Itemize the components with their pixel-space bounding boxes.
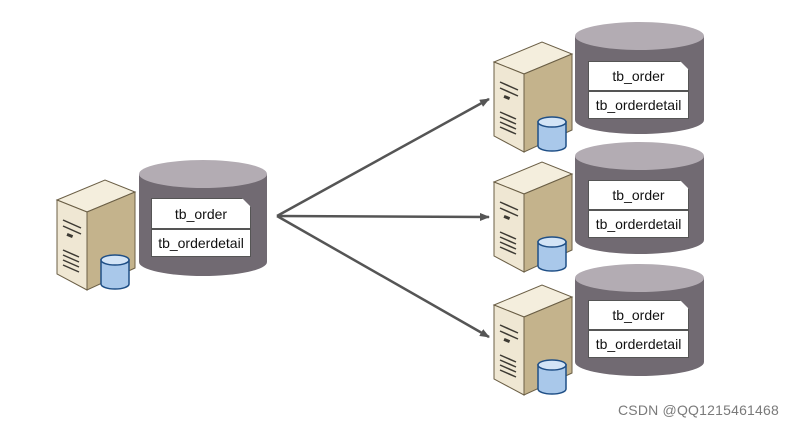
target-2-server-icon [492,161,574,273]
arrow-to-target-3 [276,214,490,339]
target-3-table-orderdetail: tb_orderdetail [588,330,689,358]
source-server-icon [55,179,137,291]
target-2-table-orderdetail: tb_orderdetail [588,210,689,238]
mini-db-icon [100,254,130,290]
target-1-table-orderdetail: tb_orderdetail [588,91,689,119]
target-3-table-order: tb_order [588,300,689,330]
target-2-table-order: tb_order [588,180,689,210]
watermark-text: CSDN @QQ1215461468 [617,402,779,418]
source-table-orderdetail: tb_orderdetail [151,229,251,257]
target-3-server-icon [492,284,574,396]
target-1-server-icon [492,41,574,153]
source-table-order: tb_order [151,198,251,229]
arrow-to-target-1 [276,97,490,218]
arrow-to-target-2 [276,212,490,221]
target-1-table-order: tb_order [588,61,689,91]
